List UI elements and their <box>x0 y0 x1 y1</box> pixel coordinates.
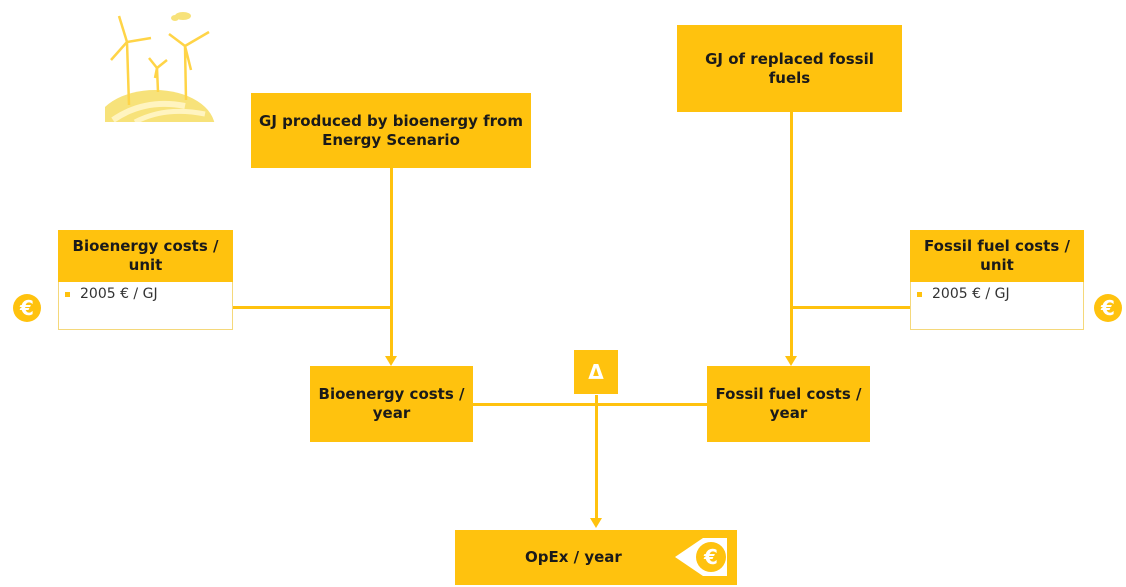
opex-label: OpEx / year <box>525 548 622 566</box>
bullet-icon <box>65 292 70 297</box>
svg-text:€: € <box>703 545 718 569</box>
arrow-down-icon <box>385 356 397 366</box>
euro-symbol: € <box>20 296 34 320</box>
bioenergy-unit-cost-box: Bioenergy costs / unit 2005 € / GJ <box>58 230 233 330</box>
fossil-year-label: Fossil fuel costs / year <box>715 385 862 422</box>
connector-line <box>233 306 393 309</box>
gj-fossil-box: GJ of replaced fossil fuels <box>677 25 902 112</box>
gj-fossil-label: GJ of replaced fossil fuels <box>705 49 874 87</box>
delta-symbol: Δ <box>588 360 604 384</box>
connector-line <box>473 403 707 406</box>
fossil-unit-cost-title: Fossil fuel costs / unit <box>910 230 1084 282</box>
gj-bioenergy-box: GJ produced by bioenergy from Energy Sce… <box>251 93 531 168</box>
connector-line <box>390 168 393 358</box>
arrow-down-icon <box>590 518 602 528</box>
gj-bioenergy-label: GJ produced by bioenergy from Energy Sce… <box>259 111 523 149</box>
arrow-down-icon <box>785 356 797 366</box>
bioenergy-year-label: Bioenergy costs / year <box>318 385 465 422</box>
bioenergy-year-box: Bioenergy costs / year <box>310 366 473 442</box>
fossil-unit-cost-box: Fossil fuel costs / unit 2005 € / GJ <box>910 230 1084 330</box>
connector-line <box>790 112 793 358</box>
bioenergy-unit-cost-title: Bioenergy costs / unit <box>58 230 233 282</box>
euro-coin-icon: € <box>13 294 41 322</box>
euro-symbol: € <box>1101 296 1115 320</box>
wind-turbine-logo-icon <box>105 12 215 122</box>
bioenergy-unit-cost-item: 2005 € / GJ <box>80 286 158 302</box>
connector-line <box>790 306 910 309</box>
euro-arrow-icon: € <box>675 538 727 576</box>
euro-coin-icon: € <box>1094 294 1122 322</box>
delta-badge: Δ <box>574 350 618 394</box>
opex-box: OpEx / year € <box>455 530 737 585</box>
connector-line <box>595 395 598 520</box>
fossil-year-box: Fossil fuel costs / year <box>707 366 870 442</box>
bullet-icon <box>917 292 922 297</box>
fossil-unit-cost-item: 2005 € / GJ <box>932 286 1010 302</box>
